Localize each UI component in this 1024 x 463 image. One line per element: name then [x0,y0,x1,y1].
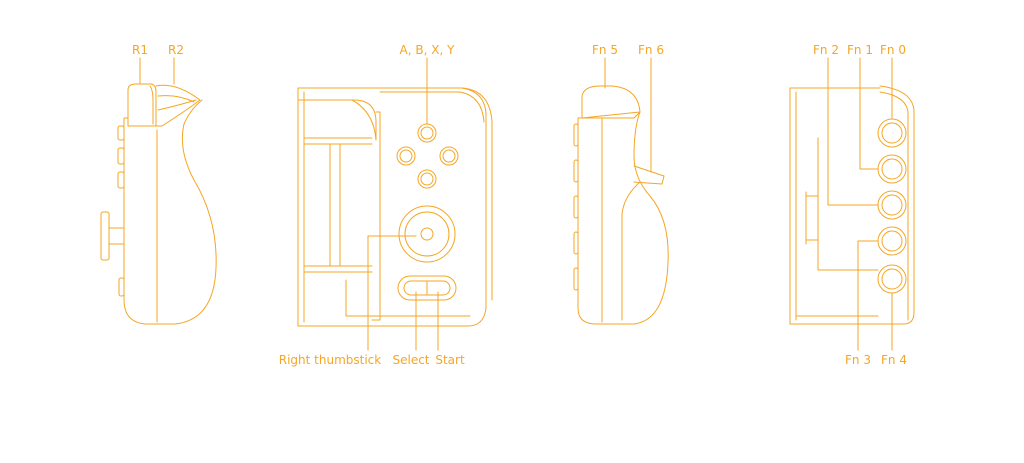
fn6-lever-back [621,181,641,215]
thumbstick-outer [398,205,456,263]
right-thumbstick-leader [367,235,417,351]
label-right-thumbstick: Right thumbstick [279,353,382,367]
side-button-1 [117,125,125,141]
side-view-right [573,57,669,325]
rear-view [789,57,915,351]
rear-inner-frame [817,137,879,271]
fn3-leader [857,240,879,351]
fn5-top-button [581,85,641,119]
label-r1: R1 [132,43,148,57]
side-view-left [100,57,217,325]
side-button-3 [117,171,125,189]
rear-clip-arc [879,85,915,111]
label-fn2: Fn 2 [813,43,839,57]
rear-clip-arc-inner [879,91,909,321]
fn2-leader [827,57,879,206]
holder-frame [297,87,487,327]
r1-detail [149,85,154,125]
side-bump-2 [573,159,579,183]
label-r2: R2 [168,43,184,57]
rear-frame [789,87,915,325]
rear-inner-detail [805,195,819,241]
r2-trigger-line [157,95,195,103]
r2-trigger-line-2 [157,99,197,111]
button-left-inner [399,149,413,163]
label-fn0: Fn 0 [880,43,906,57]
label-fn1: Fn 1 [847,43,873,57]
side-bump-4 [573,231,579,255]
fn5-top-inner [581,111,641,119]
side-bump-1 [573,123,579,147]
button-bottom [417,169,437,189]
label-fn6: Fn 6 [638,43,664,57]
grip-body-outline-2 [577,95,669,325]
thumbstick-cap-side [100,211,110,261]
side-button-2 [117,147,125,165]
label-select: Select [392,353,429,367]
select-start-housing [397,275,457,301]
thumbstick-center [420,227,434,241]
button-right-inner [442,149,456,163]
fn1-leader [859,57,879,170]
front-view [297,57,493,351]
thumbstick-mid [404,211,450,257]
fn6-lever [633,165,665,185]
fn0-button-inner [881,122,903,144]
button-right [439,146,459,166]
label-abxy: A, B, X, Y [400,43,456,57]
button-bottom-inner [420,172,434,186]
side-bump-5 [573,267,579,291]
grip-bottom [345,279,471,317]
rail-top [297,99,377,141]
fn1-button-inner [881,158,903,180]
grip-panel [371,111,381,321]
r1-button [127,83,157,127]
thumbstick-stem-side [108,227,125,245]
grip-body-outline [123,89,217,325]
button-top-inner [420,126,434,140]
label-start: Start [435,353,465,367]
side-bump-3 [573,195,579,219]
label-fn4: Fn 4 [881,353,907,367]
fn4-button-inner [881,268,903,290]
fn3-button-inner [881,230,903,252]
clip-arc-inner [379,91,485,123]
grip-curve [351,99,377,141]
side-button-4 [118,277,125,297]
label-fn3: Fn 3 [845,353,871,367]
button-left [396,146,416,166]
label-fn5: Fn 5 [592,43,618,57]
clip-arc-outer [379,87,493,301]
r2-trigger [155,84,201,127]
fn2-button-inner [881,194,903,216]
